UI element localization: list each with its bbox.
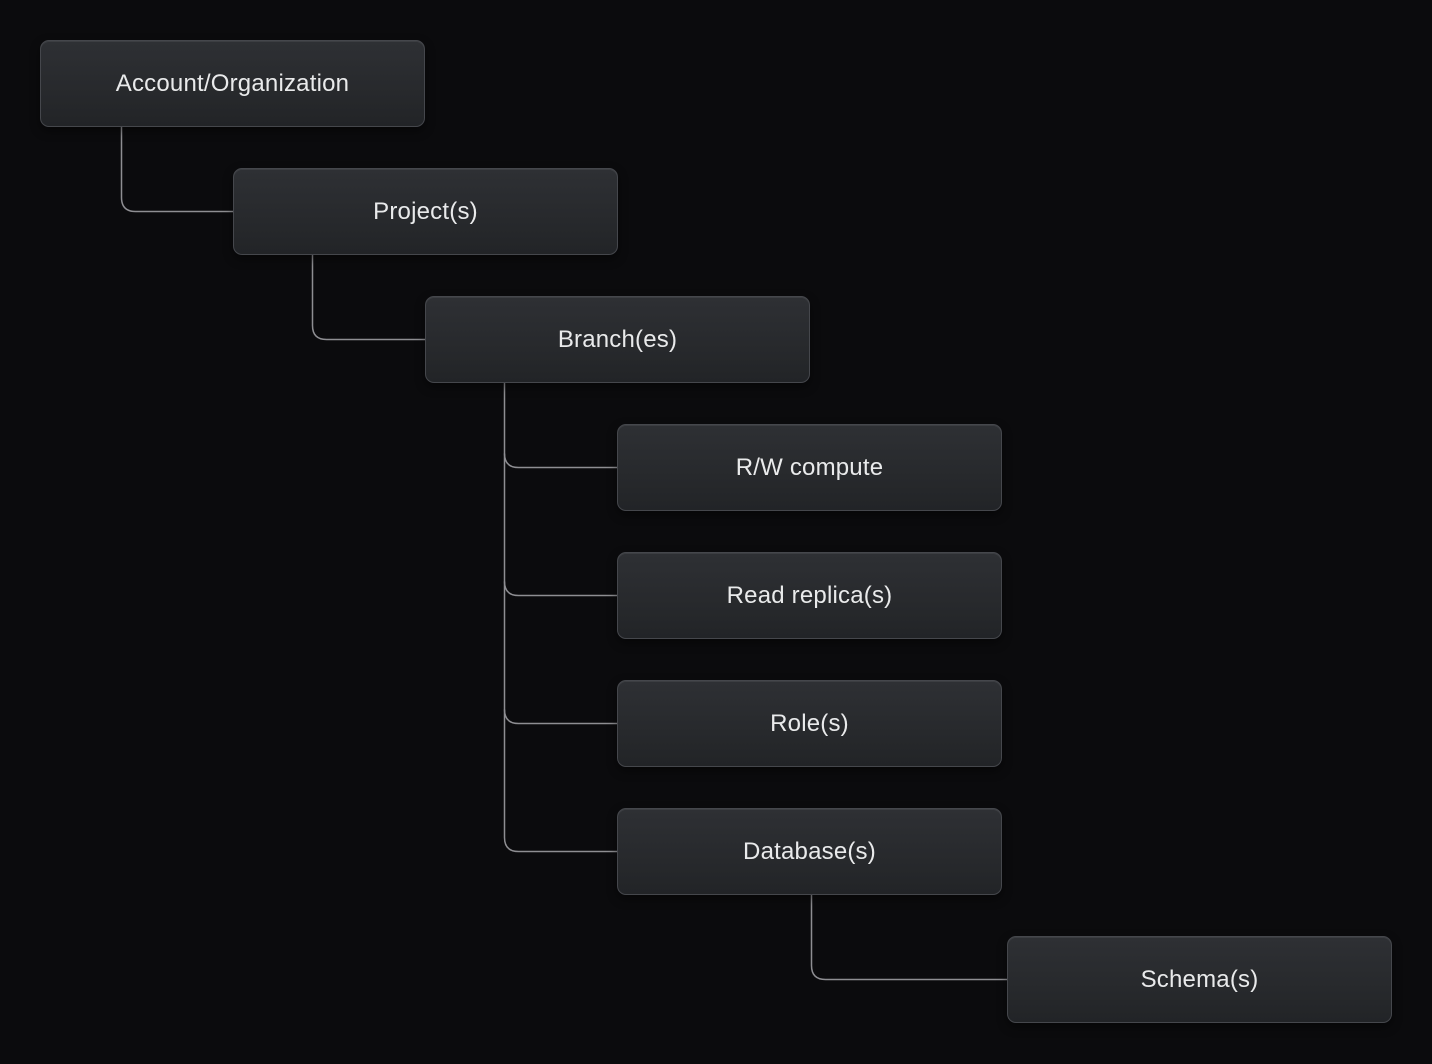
edge-branch-to-role (503, 709, 617, 725)
node-branches: Branch(es) (425, 296, 810, 383)
node-read-replicas: Read replica(s) (617, 552, 1002, 639)
node-projects: Project(s) (233, 168, 618, 255)
node-account-organization: Account/Organization (40, 40, 425, 127)
node-databases: Database(s) (617, 808, 1002, 895)
node-roles: Role(s) (617, 680, 1002, 767)
edge-database-to-schema (810, 895, 1007, 981)
edge-project-to-branch (311, 255, 425, 341)
edge-account-to-project (120, 127, 233, 213)
node-schemas: Schema(s) (1007, 936, 1392, 1023)
edge-branch-trunk-to-database (503, 383, 617, 853)
node-rw-compute: R/W compute (617, 424, 1002, 511)
edge-branch-to-rw-compute (503, 453, 617, 469)
edge-branch-to-read-replica (503, 581, 617, 597)
